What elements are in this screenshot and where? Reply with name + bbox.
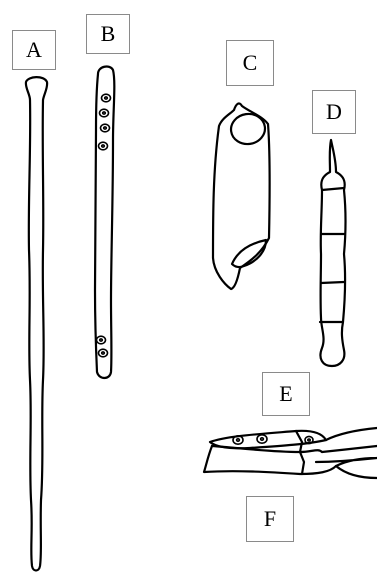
label-d: D bbox=[312, 90, 356, 134]
cell-d-cross-walls bbox=[320, 188, 344, 322]
cell-a-fiber bbox=[26, 77, 47, 570]
cell-f-tissue-layers bbox=[316, 428, 377, 466]
label-c: C bbox=[226, 40, 274, 86]
cell-b-pits-top bbox=[99, 94, 111, 150]
label-e: E bbox=[262, 372, 310, 416]
cell-d-strand bbox=[320, 140, 345, 366]
cell-c-bottom-perforation bbox=[232, 240, 266, 267]
label-f: F bbox=[246, 496, 294, 542]
label-a: A bbox=[12, 30, 56, 70]
cell-c-vessel-element bbox=[213, 103, 270, 289]
cell-b-pits-bottom bbox=[97, 336, 108, 357]
label-b: B bbox=[86, 14, 130, 54]
